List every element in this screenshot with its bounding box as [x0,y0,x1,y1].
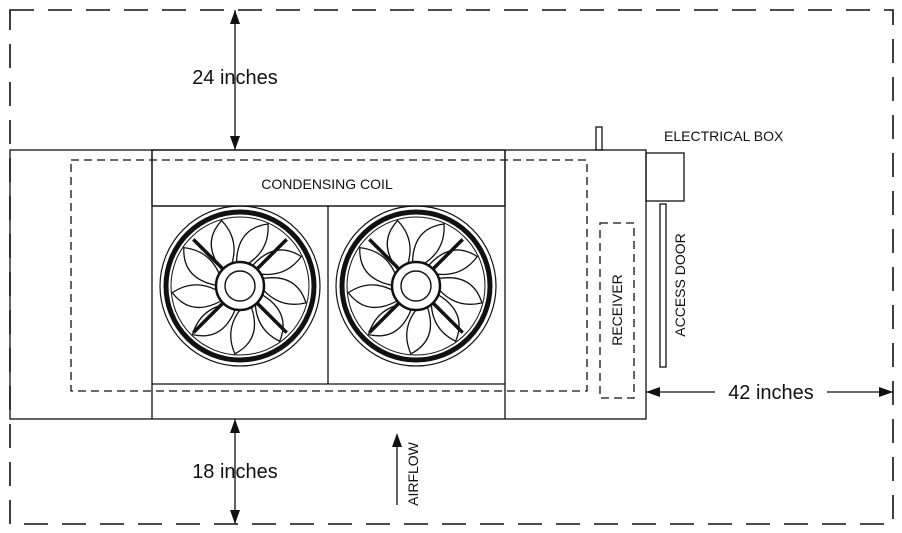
bottom-clearance-label: 18 inches [192,461,278,483]
fan-blade [171,284,226,309]
access-door-label: ACCESS DOOR [672,233,688,336]
fan-blade [406,302,432,355]
airflow-label: AIRFLOW [405,441,421,506]
receiver-box [599,222,635,399]
fan-blade [254,291,284,343]
fan-blade [347,284,402,309]
fan-blade [359,246,398,287]
electrical-conduit [595,126,603,151]
bottom-clearance-dimension [230,419,240,524]
fan-blade [235,223,269,267]
fan-blade [249,249,303,276]
condensing-coil-label: CONDENSING COIL [261,176,393,192]
fan-blade [411,223,445,267]
fan-blade [191,302,238,337]
fan-blade [425,249,479,276]
side-clearance-label: 42 inches [728,382,814,404]
coil-outline [70,159,588,392]
electrical-box [645,152,685,202]
access-door [659,203,667,368]
fan-blade [230,302,256,355]
fan-left [159,205,321,367]
unit-housing [9,149,647,420]
fan-blade [434,277,483,305]
fan-blade [430,291,460,343]
receiver-label: RECEIVER [609,274,625,346]
top-clearance-dimension [230,10,240,150]
fan-blade [367,302,414,337]
top-clearance-label: 24 inches [192,67,278,89]
side-clearance-dimension [646,387,893,397]
fan-blade [183,246,222,287]
airflow-arrow [392,433,402,505]
fan-right [335,205,497,367]
electrical-box-label: ELECTRICAL BOX [664,128,784,144]
clearance-boundary [9,9,894,525]
fan-blade [258,277,307,305]
